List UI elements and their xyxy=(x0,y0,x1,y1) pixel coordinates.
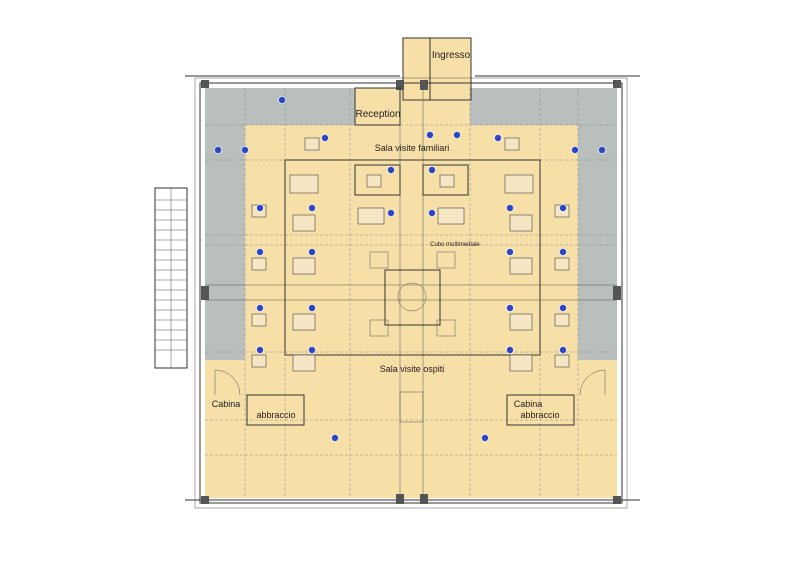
hug-cabin-right-label-line1: Cabina xyxy=(514,399,543,409)
floor-area xyxy=(205,88,617,498)
armchairs xyxy=(251,137,570,368)
hug-cabin-left-label-line2: abbraccio xyxy=(256,410,295,420)
entrance-area xyxy=(403,38,471,100)
entrance-label: Ingresso xyxy=(432,50,471,61)
info-markers xyxy=(214,96,606,442)
pillars xyxy=(201,80,621,504)
reception-label: Reception xyxy=(355,109,400,120)
hug-cabin-left-label-line1: Cabina xyxy=(212,399,241,409)
perimeter-zone xyxy=(205,88,617,360)
multimedia-cube xyxy=(369,251,456,337)
family-visits-label: Sala visite familiari xyxy=(375,143,450,153)
multimedia-cube-label: Cubo multimediale xyxy=(430,242,480,248)
table-sets xyxy=(289,174,534,372)
hug-cabin-right-label-line2: abbraccio xyxy=(520,410,559,420)
hug-cabin-right xyxy=(506,394,575,426)
central-corridors xyxy=(205,88,617,498)
outer-walls xyxy=(185,75,640,509)
staircase xyxy=(154,187,188,369)
guest-visits-label: Sala visite ospiti xyxy=(380,364,445,374)
reception-room xyxy=(354,87,401,126)
hug-cabin-left xyxy=(246,394,305,426)
family-visit-area xyxy=(284,159,541,356)
